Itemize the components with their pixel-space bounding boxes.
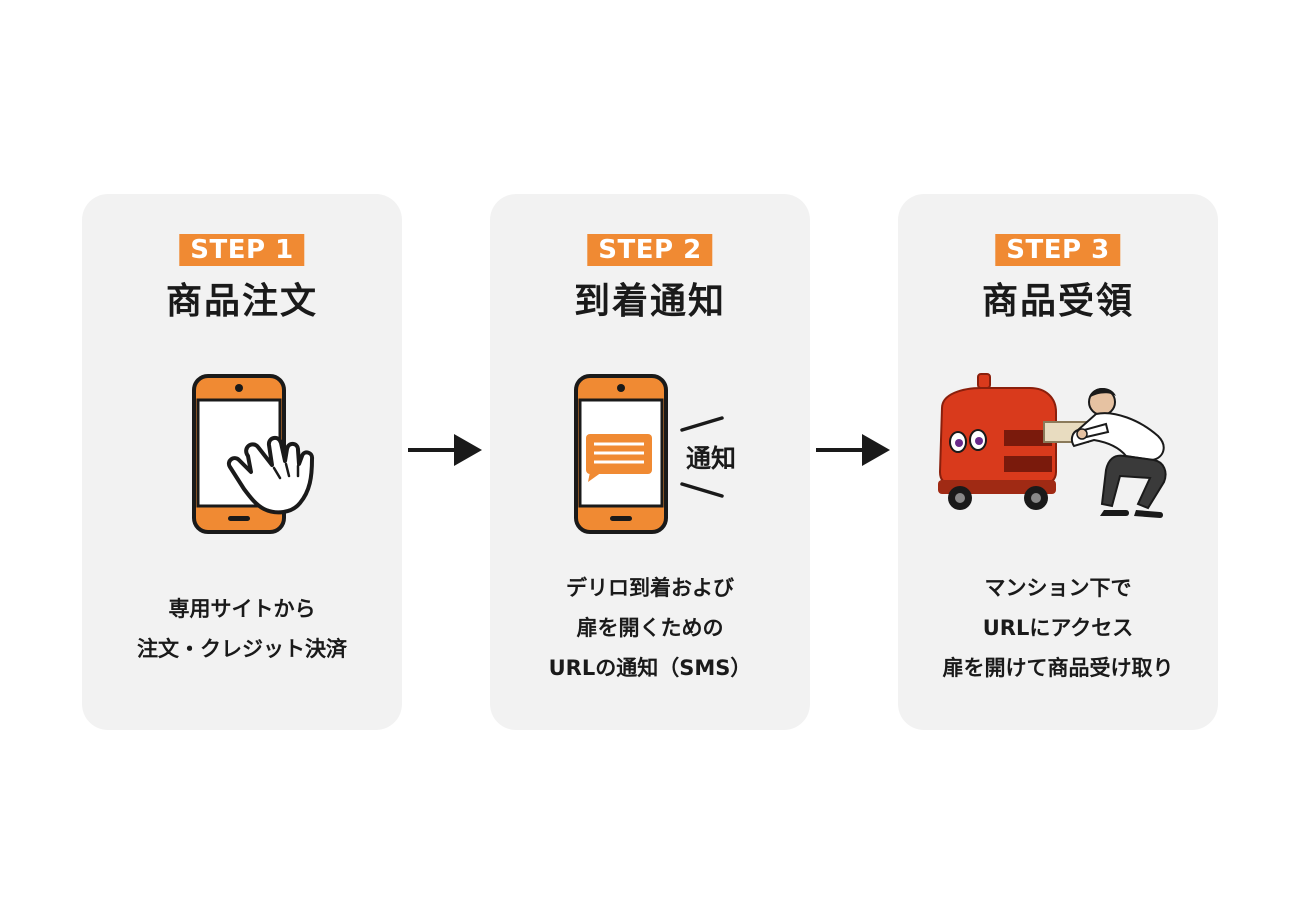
phone-notification-icon: 通知 [490,364,810,544]
step-title: 商品注文 [82,280,402,324]
step-title: 商品受領 [898,280,1218,324]
description-line: URLにアクセス [898,608,1218,648]
description-line: デリロ到着および [490,568,810,608]
step-badge: STEP 1 [179,234,304,266]
description-line: 扉を開けて商品受け取り [898,648,1218,688]
step-description: デリロ到着および 扉を開くための URLの通知（SMS） [490,568,810,688]
step-description: 専用サイトから 注文・クレジット決済 [82,589,402,669]
step-description: マンション下で URLにアクセス 扉を開けて商品受け取り [898,568,1218,688]
notification-label: 通知 [686,444,736,473]
delivery-robot-icon [898,364,1218,544]
step-card-1: STEP 1 商品注文 専用サイトから 注文・クレジット決済 [82,194,402,730]
description-line: 扉を開くための [490,608,810,648]
step-title: 到着通知 [490,280,810,324]
description-line: 専用サイトから [82,589,402,629]
step-badge: STEP 2 [587,234,712,266]
step-badge: STEP 3 [995,234,1120,266]
arrow-right-icon [814,430,894,470]
description-line: マンション下で [898,568,1218,608]
arrow-right-icon [406,430,486,470]
description-line: 注文・クレジット決済 [82,629,402,669]
description-line: URLの通知（SMS） [490,648,810,688]
phone-tap-icon [82,364,402,544]
step-card-3: STEP 3 商品受領 [898,194,1218,730]
step-card-2: STEP 2 到着通知 通知 デリロ到着および 扉を開くための URLの通知（S… [490,194,810,730]
